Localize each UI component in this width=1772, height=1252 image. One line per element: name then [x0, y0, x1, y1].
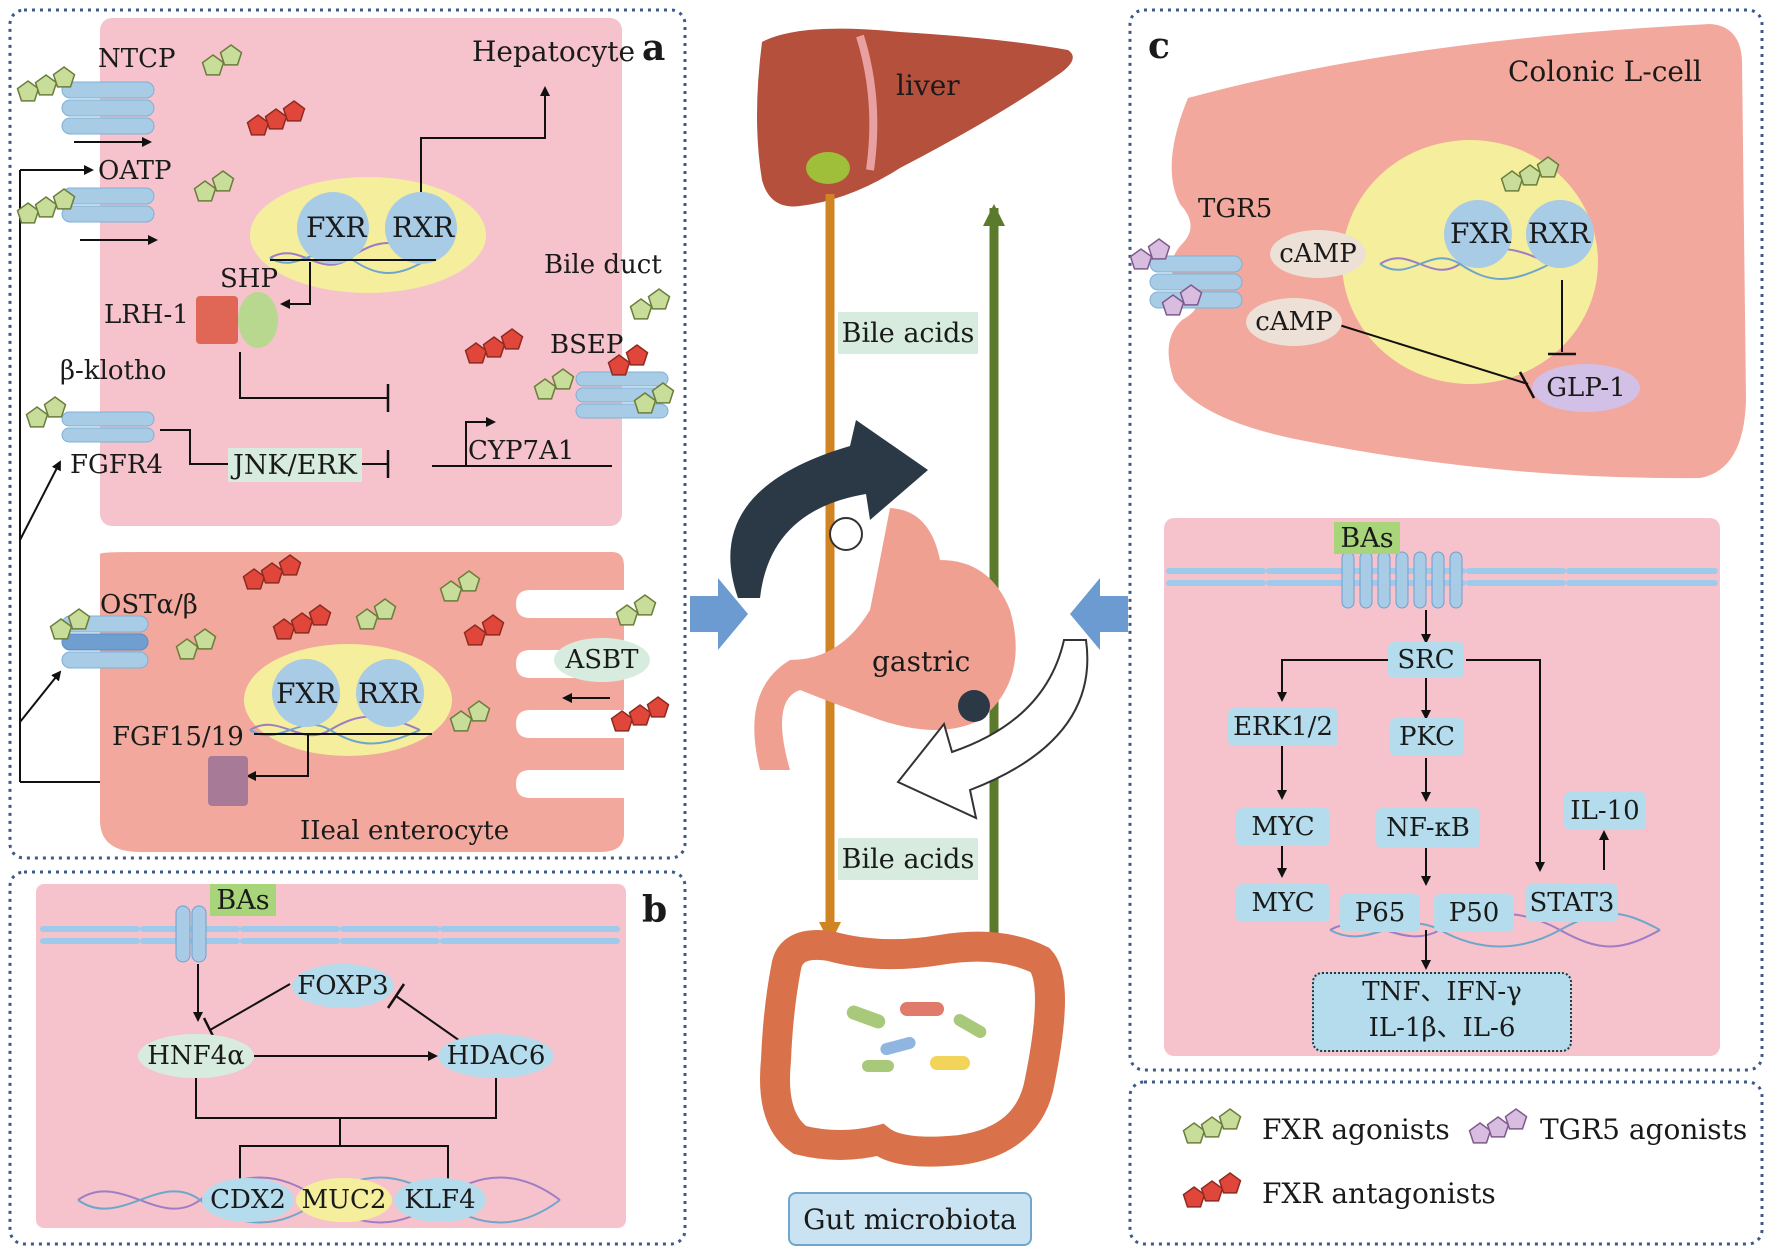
camp-node-2: cAMP [1246, 298, 1342, 346]
rxr-node-lcell [1526, 200, 1594, 268]
left-inflow-arrow [690, 578, 748, 650]
tgr5-label: TGR5 [1198, 194, 1273, 224]
bsep-label: BSEP [550, 330, 624, 360]
ost-label: OSTα/β [100, 590, 198, 620]
cytokine-line-1: TNF、IFN-γ [1362, 977, 1522, 1007]
foxp3-node: FOXP3 [292, 964, 394, 1008]
fxr-node-hepatocyte [297, 192, 369, 264]
beta-klotho-label: β-klotho [60, 356, 167, 386]
bas-label-c: BAs [1334, 522, 1400, 554]
src-node: SRC [1388, 642, 1464, 678]
gut-microbiota-box: Gut microbiota [788, 1192, 1032, 1246]
ileal-enterocyte-label: IIeal enterocyte [300, 816, 510, 846]
klf4-node: KLF4 [394, 1178, 486, 1222]
il10-node: IL-10 [1564, 792, 1646, 830]
stat3-node: STAT3 [1526, 884, 1618, 922]
cytokine-box: TNF、IFN-γ IL-1β、IL-6 [1312, 972, 1572, 1052]
open-curved-arrow [896, 639, 1089, 820]
dark-curved-arrow [730, 420, 928, 598]
panel-label-a: a [642, 27, 666, 69]
fgf15-19-protein [208, 756, 248, 806]
liver-organ [757, 28, 1073, 207]
oatp-label: OATP [98, 156, 172, 186]
panel-b-frame [8, 870, 687, 1246]
gastric-label: gastric [872, 645, 971, 678]
rxr-node-enterocyte [356, 659, 424, 727]
fxr-node-lcell [1444, 200, 1512, 268]
cytokine-line-2: IL-1β、IL-6 [1368, 1013, 1516, 1043]
p50-node: P50 [1434, 894, 1514, 932]
fgfr4-label: FGFR4 [70, 450, 163, 480]
legend-fxr-agonists-label: FXR agonists [1262, 1113, 1450, 1146]
hepatocyte-label: Hepatocyte [472, 35, 636, 68]
myc-node-2: MYC [1236, 884, 1330, 922]
liver-label: liver [896, 69, 960, 102]
colonic-l-cell-label: Colonic L-cell [1508, 55, 1702, 88]
rxr-label-lcell: RXR [1528, 217, 1591, 250]
fxr-label-hepatocyte: FXR [306, 211, 367, 244]
fxr-label-enterocyte: FXR [276, 677, 337, 710]
legend-tgr5-agonists-label: TGR5 agonists [1540, 1113, 1748, 1146]
hnf4a-node: HNF4α [138, 1034, 254, 1078]
legend-tgr5-agonist-icon [1468, 1108, 1528, 1144]
bile-duct-label: Bile duct [544, 250, 662, 280]
p65-node: P65 [1340, 894, 1420, 932]
legend-fxr-antagonist-icon [1182, 1172, 1242, 1208]
lrh1-label: LRH-1 [104, 300, 189, 330]
bile-acids-bottom-label: Bile acids [838, 838, 978, 880]
panel-a-frame [8, 8, 687, 860]
microbiota-blobs [846, 1002, 987, 1072]
erk12-node: ERK1/2 [1228, 708, 1338, 746]
shp-label: SHP [220, 264, 278, 294]
rxr-label-enterocyte: RXR [358, 677, 421, 710]
ntcp-transporter [61, 81, 155, 135]
bas-receptor-c [1341, 551, 1463, 609]
rxr-label-hepatocyte: RXR [392, 211, 455, 244]
jnk-erk-label: JNK/ERK [228, 448, 362, 482]
lrh1-block [196, 296, 238, 344]
asbt-label: ASBT [554, 638, 650, 682]
myc-node-1: MYC [1236, 808, 1330, 846]
camp-node-1: cAMP [1270, 230, 1366, 278]
shp-block [238, 292, 278, 348]
legend-frame [1128, 1080, 1764, 1246]
legend-fxr-agonist-icon [1182, 1108, 1242, 1144]
fgf15-19-label: FGF15/19 [112, 722, 244, 752]
fxr-node-enterocyte [272, 659, 340, 727]
gallbladder [806, 152, 850, 184]
fgfr4-receptor [61, 411, 155, 443]
pkc-node: PKC [1390, 718, 1464, 756]
hdac6-node: HDAC6 [438, 1034, 554, 1078]
stomach-organ [754, 508, 1016, 770]
rxr-node-hepatocyte [385, 192, 457, 264]
cdx2-node: CDX2 [202, 1178, 294, 1222]
bas-receptor-b [175, 905, 207, 963]
legend-fxr-antagonists-label: FXR antagonists [1262, 1177, 1496, 1210]
oatp-transporter [61, 187, 155, 223]
right-inflow-arrow [1070, 578, 1128, 650]
cyp7a1-label: CYP7A1 [468, 436, 575, 466]
panel-label-b: b [642, 889, 668, 931]
muc2-node: MUC2 [296, 1178, 392, 1222]
colon-organ [760, 930, 1065, 1167]
glp1-node: GLP-1 [1532, 364, 1640, 412]
ntcp-label: NTCP [98, 44, 176, 74]
nfkb-node: NF-κB [1376, 808, 1480, 848]
bas-label-b: BAs [210, 884, 276, 916]
filled-circle-marker [958, 690, 990, 722]
fxr-label-lcell: FXR [1450, 217, 1511, 250]
open-circle-marker [829, 517, 863, 551]
panel-label-c: c [1148, 25, 1170, 67]
bile-acids-top-label: Bile acids [838, 312, 978, 354]
